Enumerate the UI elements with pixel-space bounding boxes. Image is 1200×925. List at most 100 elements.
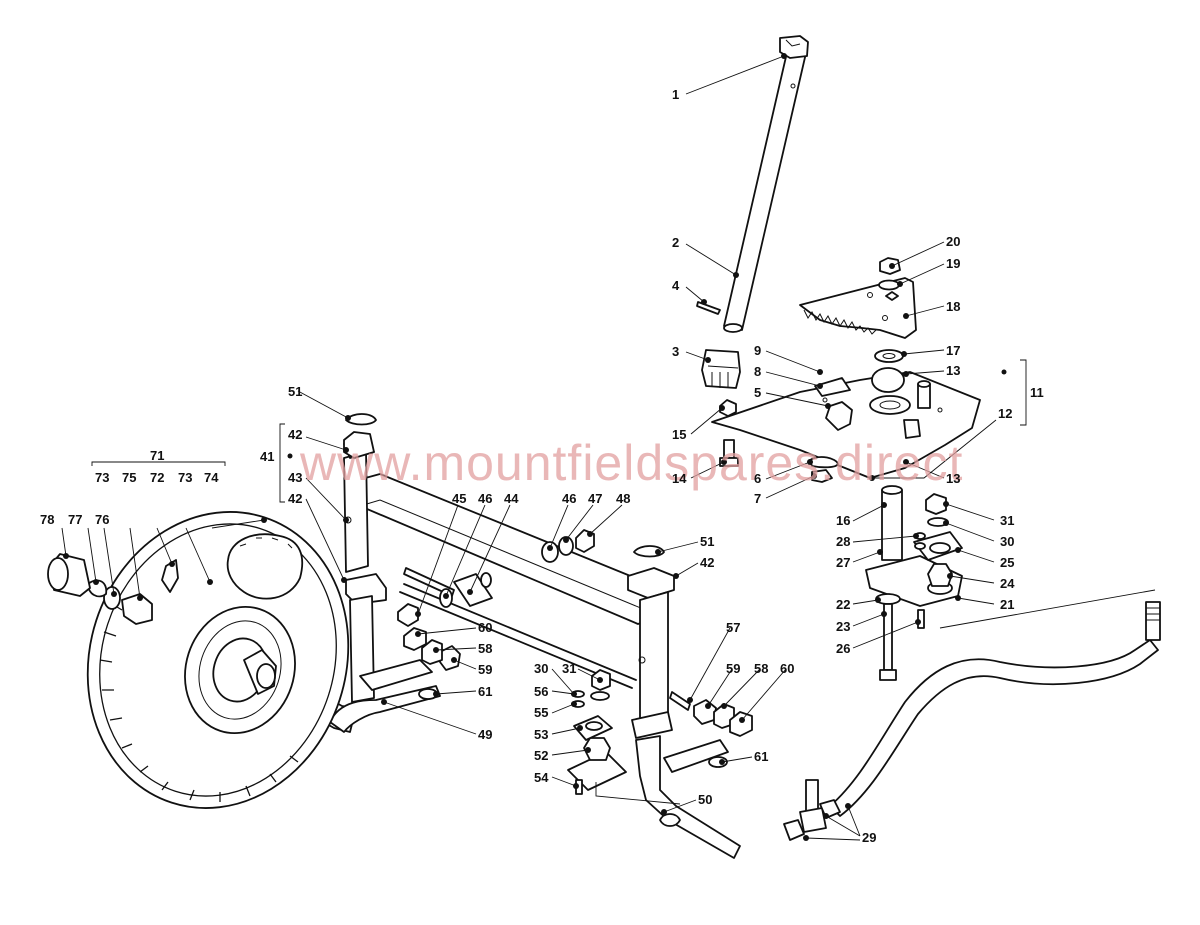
callout-19: 19 [946,256,960,271]
right-kingpin-housing [627,567,675,739]
bolt [669,691,691,711]
callout-42-lower: 42 [288,491,302,506]
callout-28: 28 [836,534,850,549]
callout-17: 17 [946,343,960,358]
callout-44: 44 [504,491,519,506]
steering-column [723,35,809,333]
callout-42-upper: 42 [288,427,302,442]
callout-11: 11 [1030,385,1044,400]
tie-rod-end [783,779,841,841]
callout-14: 14 [672,471,687,486]
callout-72: 72 [150,470,164,485]
callout-49: 49 [478,727,492,742]
leader-dots [63,53,1007,841]
callout-60-right: 60 [780,661,794,676]
callout-56: 56 [534,684,548,699]
nut [719,399,737,417]
callout-21: 21 [1000,597,1014,612]
callout-31-left: 31 [562,661,576,676]
callout-23: 23 [836,619,850,634]
bearing [121,593,153,625]
callout-59-right: 59 [726,661,740,676]
roll-pin [696,301,721,315]
clip [811,469,833,483]
callout-6: 6 [754,471,761,486]
callout-61-left: 61 [478,684,492,699]
callout-22: 22 [836,597,850,612]
washer [541,541,559,563]
callout-24: 24 [1000,576,1015,591]
bush [439,645,461,671]
callout-20: 20 [946,234,960,249]
callout-48: 48 [616,491,630,506]
front-wheel [86,511,350,809]
callout-53: 53 [534,727,548,742]
callout-25: 25 [1000,555,1014,570]
callout-4: 4 [672,278,680,293]
callout-47: 47 [588,491,602,506]
tie-rod [829,601,1161,817]
callout-73-left: 73 [95,470,109,485]
clip [809,456,839,469]
callout-7: 7 [754,491,761,506]
long-bolt [879,603,897,681]
callout-29: 29 [862,830,876,845]
callout-50: 50 [698,792,712,807]
callout-46-right: 46 [562,491,576,506]
callout-13-lower: 13 [946,471,960,486]
nut [729,711,753,737]
callout-30-right: 30 [1000,534,1014,549]
callout-42-right: 42 [700,555,714,570]
pinion-gear [701,349,741,389]
callout-9: 9 [754,343,761,358]
washer [590,691,610,701]
callout-30-left: 30 [534,661,548,676]
screw [917,609,925,629]
callout-26: 26 [836,641,850,656]
callout-43: 43 [288,470,302,485]
callout-77: 77 [68,512,82,527]
callout-1: 1 [672,87,679,102]
callout-58-right: 58 [754,661,768,676]
callout-3: 3 [672,344,679,359]
callout-13-upper: 13 [946,363,960,378]
callout-51-right: 51 [700,534,714,549]
callout-74: 74 [204,470,219,485]
callout-8: 8 [754,364,761,379]
callout-57: 57 [726,620,740,635]
callout-71: 71 [150,448,164,463]
watermark: www.mountfieldspares.direct [299,435,963,491]
callout-16: 16 [836,513,850,528]
leader-lines [61,55,1156,841]
circlip [345,413,377,426]
right-stub-axle [635,735,741,859]
callout-55: 55 [534,705,548,720]
washer [874,349,904,363]
callout-78: 78 [40,512,54,527]
callout-12: 12 [998,406,1012,421]
callout-60-left: 60 [478,620,492,635]
callout-18: 18 [946,299,960,314]
callout-59-left: 59 [478,662,492,677]
callout-labels: 1 2 3 4 5 6 7 8 9 11 12 13 13 14 15 16 1… [40,87,1044,845]
spacer [453,573,493,607]
callout-41: 41 [260,449,274,464]
hub-bush [47,553,91,597]
sector-gear [799,277,917,339]
callout-76: 76 [95,512,109,527]
callout-75: 75 [122,470,136,485]
callout-61-right: 61 [754,749,768,764]
callout-31-right: 31 [1000,513,1014,528]
callout-51-left: 51 [288,384,302,399]
tyre-valve [161,559,179,593]
bush [693,699,717,725]
callout-2: 2 [672,235,679,250]
callout-5: 5 [754,385,761,400]
callout-46-left: 46 [478,491,492,506]
ball-joint [421,639,443,665]
callout-45: 45 [452,491,466,506]
callout-15: 15 [672,427,686,442]
callout-58-left: 58 [478,641,492,656]
washer [878,279,900,291]
